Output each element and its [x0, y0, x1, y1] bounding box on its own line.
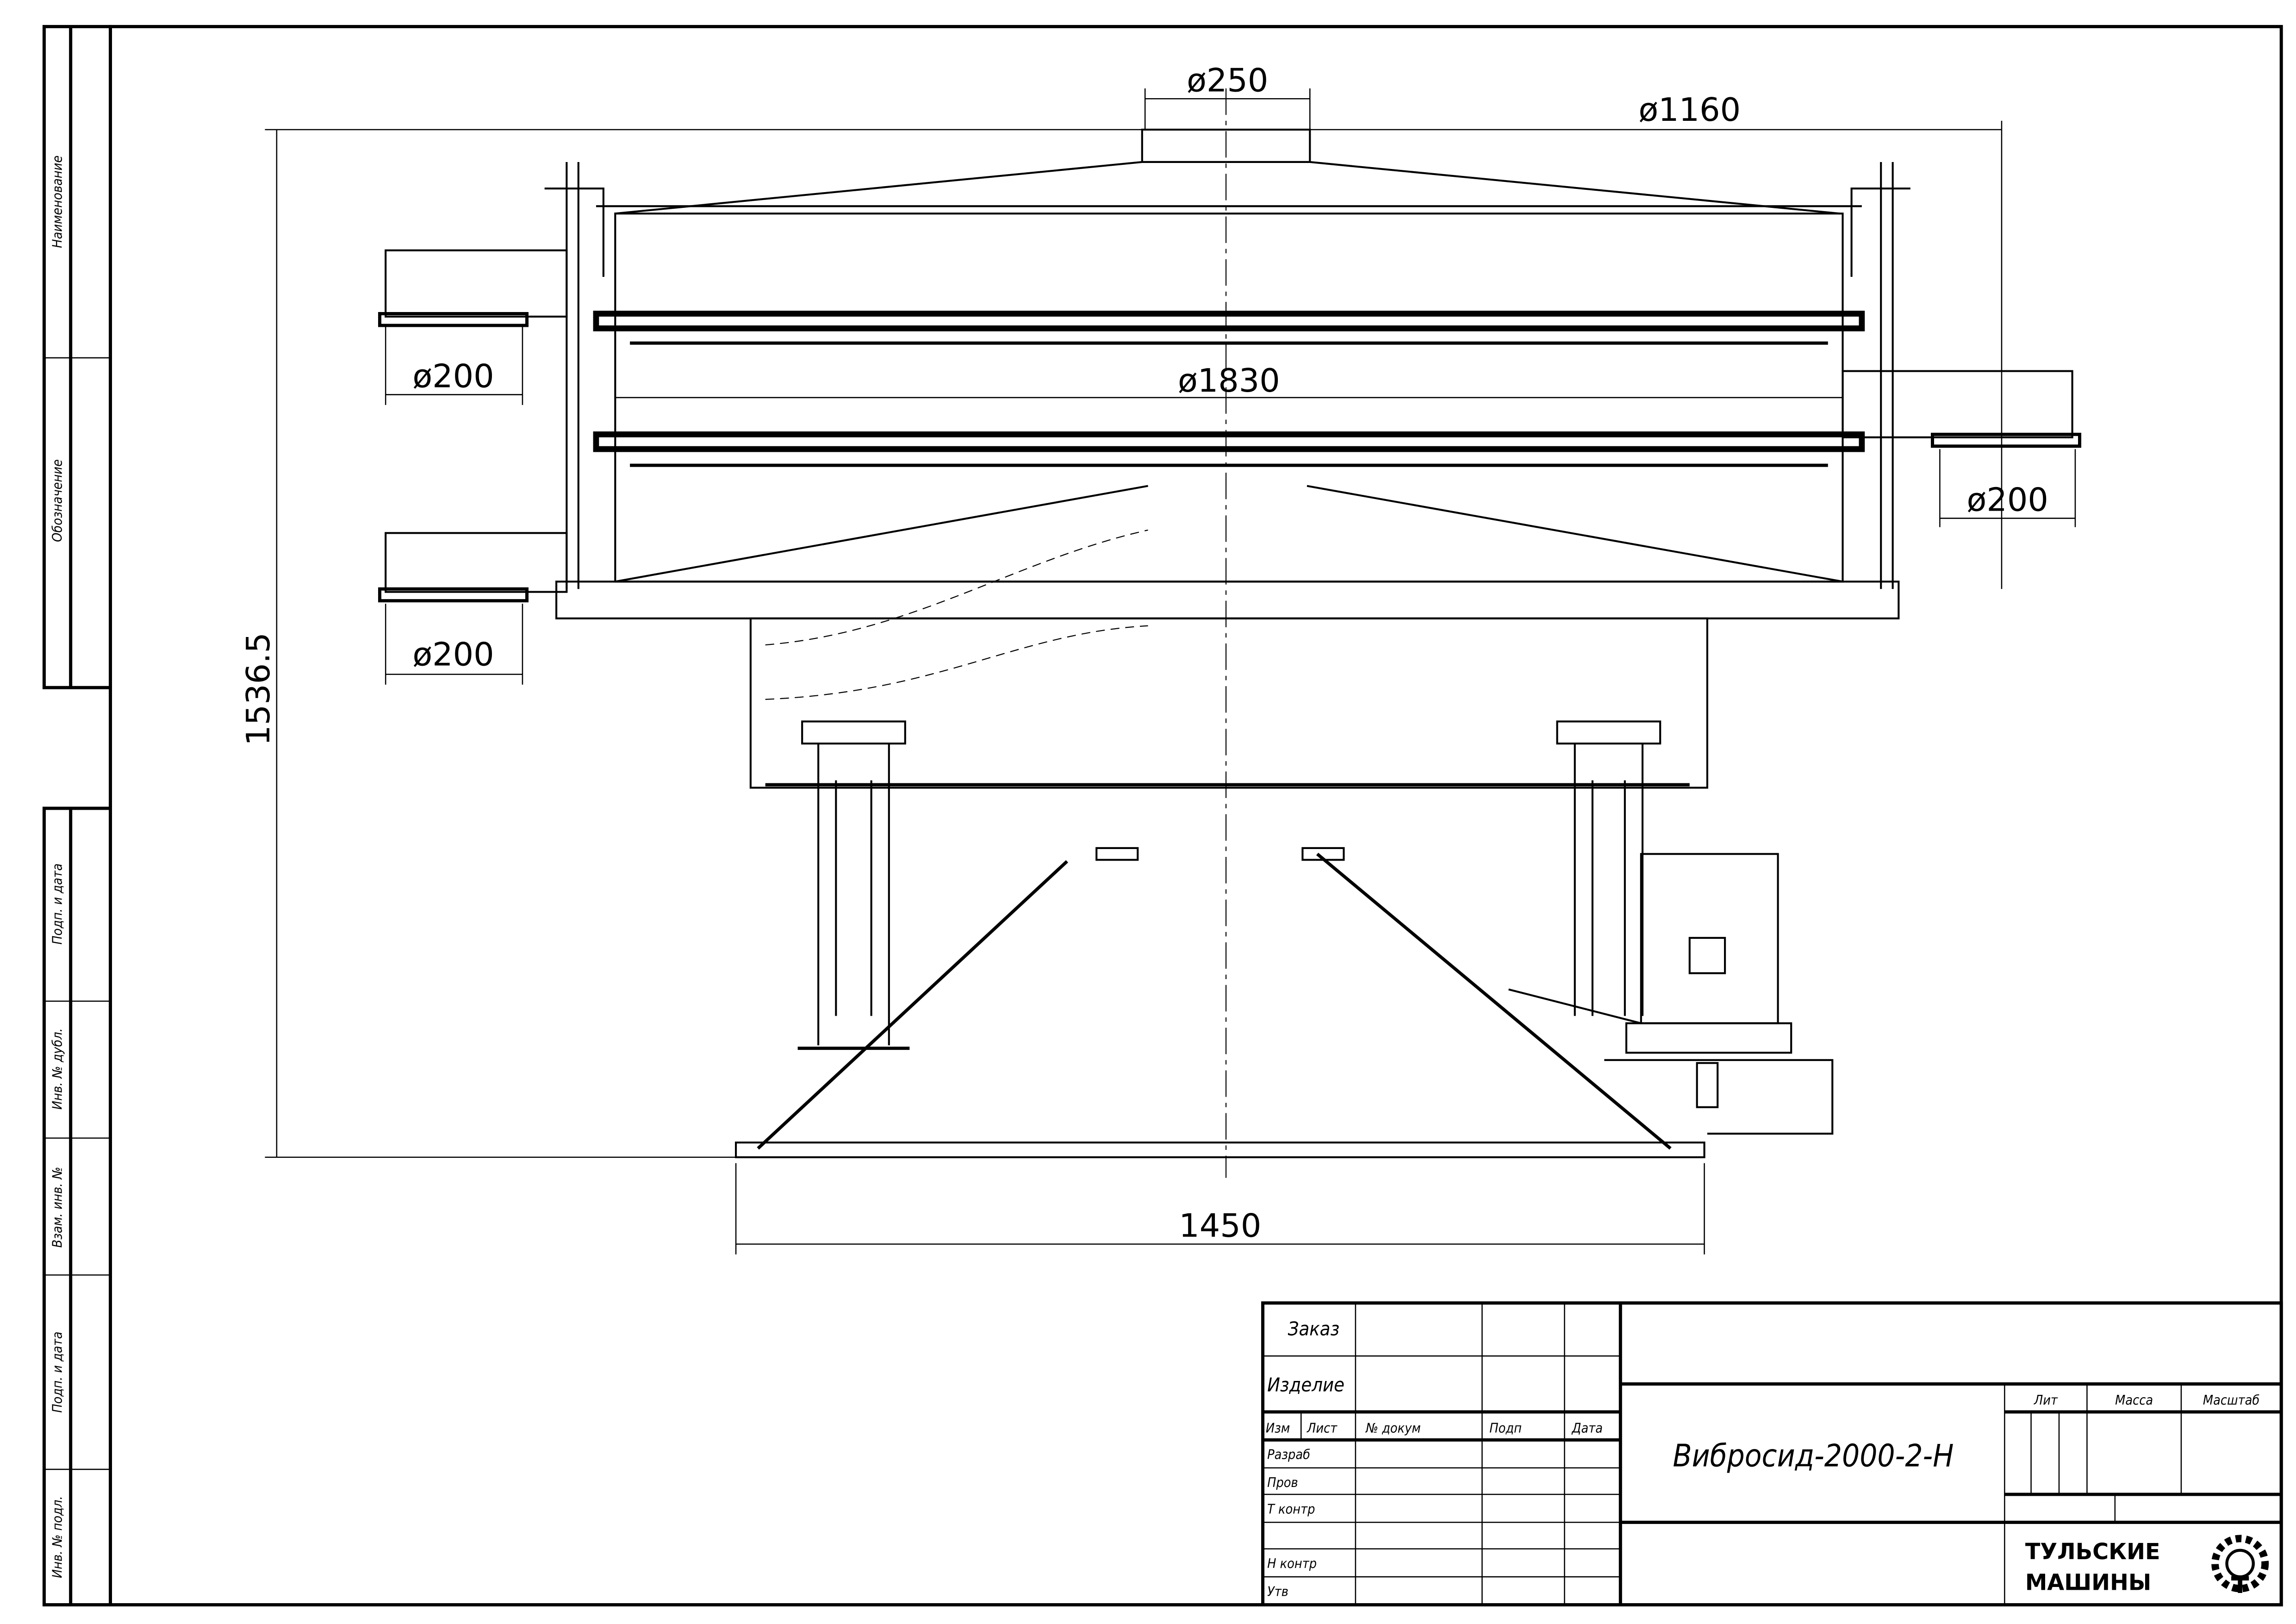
- stamp-dup-inv-label: Инв. № дубл.: [50, 1028, 65, 1110]
- mass-label: Масса: [2115, 1392, 2153, 1408]
- title-block: Заказ Изделие Изм Лист № докум Подп Дата…: [1261, 1301, 2283, 1606]
- strut-left: [757, 860, 1068, 1150]
- stamp-designation-label: Обозначение: [50, 459, 65, 542]
- row-checked: Пров: [1267, 1474, 1298, 1490]
- outlet-right: [1842, 370, 2073, 438]
- vibrating-sieve-drawing: [378, 88, 2082, 1178]
- row-tech-control: Т контр: [1267, 1501, 1315, 1517]
- drawing-designation: Вибросид-2000-2-Н: [1673, 1438, 1954, 1474]
- scale-label: Масштаб: [2203, 1392, 2259, 1408]
- stamp-orig-inv-label: Инв. № подл.: [50, 1496, 65, 1578]
- stamp-sign-date-label-2: Подп. и дата: [50, 1331, 65, 1412]
- header-doc-number: № докум: [1365, 1420, 1421, 1436]
- dim-screen-diameter: ø1830: [1178, 362, 1280, 400]
- gear-emblem-icon: [2211, 1535, 2269, 1593]
- strut-right: [1316, 852, 1672, 1150]
- row-norm-control: Н контр: [1267, 1555, 1317, 1571]
- dim-top-outlet: ø250: [1187, 62, 1268, 99]
- header-date: Дата: [1571, 1420, 1603, 1436]
- side-stamp: Наименование Обозначение Подп. и дата Ин…: [42, 25, 112, 1606]
- base-flange: [555, 581, 1900, 619]
- dim-outlet-left-top: ø200: [412, 358, 494, 395]
- screen-frame-upper: [593, 311, 1865, 331]
- dimensions: 1536.5 1450 ø250 ø1160 ø1830 ø200 ø200 ø…: [240, 62, 2076, 1255]
- dim-outlet-left-bottom: ø200: [412, 636, 494, 674]
- lid-cone: [615, 161, 1840, 215]
- order-label: Заказ: [1288, 1318, 1340, 1340]
- company-name-line2: МАШИНЫ: [2025, 1570, 2152, 1596]
- header-signature: Подп: [1489, 1420, 1522, 1436]
- row-approved: Утв: [1267, 1583, 1288, 1599]
- outlet-left-top: [385, 249, 568, 318]
- dim-outlet-right: ø200: [1967, 481, 2048, 519]
- base-frame: [734, 1141, 1705, 1158]
- drawing-frame: [109, 25, 2283, 1606]
- lit-label: Лит: [2034, 1392, 2058, 1408]
- outlet-left-bottom: [385, 532, 568, 593]
- stamp-name-label: Наименование: [50, 156, 65, 248]
- company-logo: ТУЛЬСКИЕ МАШИНЫ: [2025, 1535, 2269, 1596]
- product-label: Изделие: [1267, 1374, 1344, 1396]
- screen-frame-lower: [593, 431, 1865, 452]
- header-sheet: Лист: [1307, 1420, 1338, 1436]
- dim-height: 1536.5: [240, 632, 277, 746]
- row-developed: Разраб: [1267, 1447, 1310, 1462]
- dim-base-width: 1450: [1179, 1207, 1261, 1244]
- company-name-line1: ТУЛЬСКИЕ: [2025, 1539, 2160, 1565]
- lower-body: [749, 617, 1709, 789]
- dim-overall-diameter: ø1160: [1638, 91, 1741, 129]
- stamp-replace-inv-label: Взам. инв. №: [50, 1167, 65, 1248]
- stamp-sign-date-label: Подп. и дата: [50, 863, 65, 944]
- header-change: Изм: [1266, 1420, 1290, 1436]
